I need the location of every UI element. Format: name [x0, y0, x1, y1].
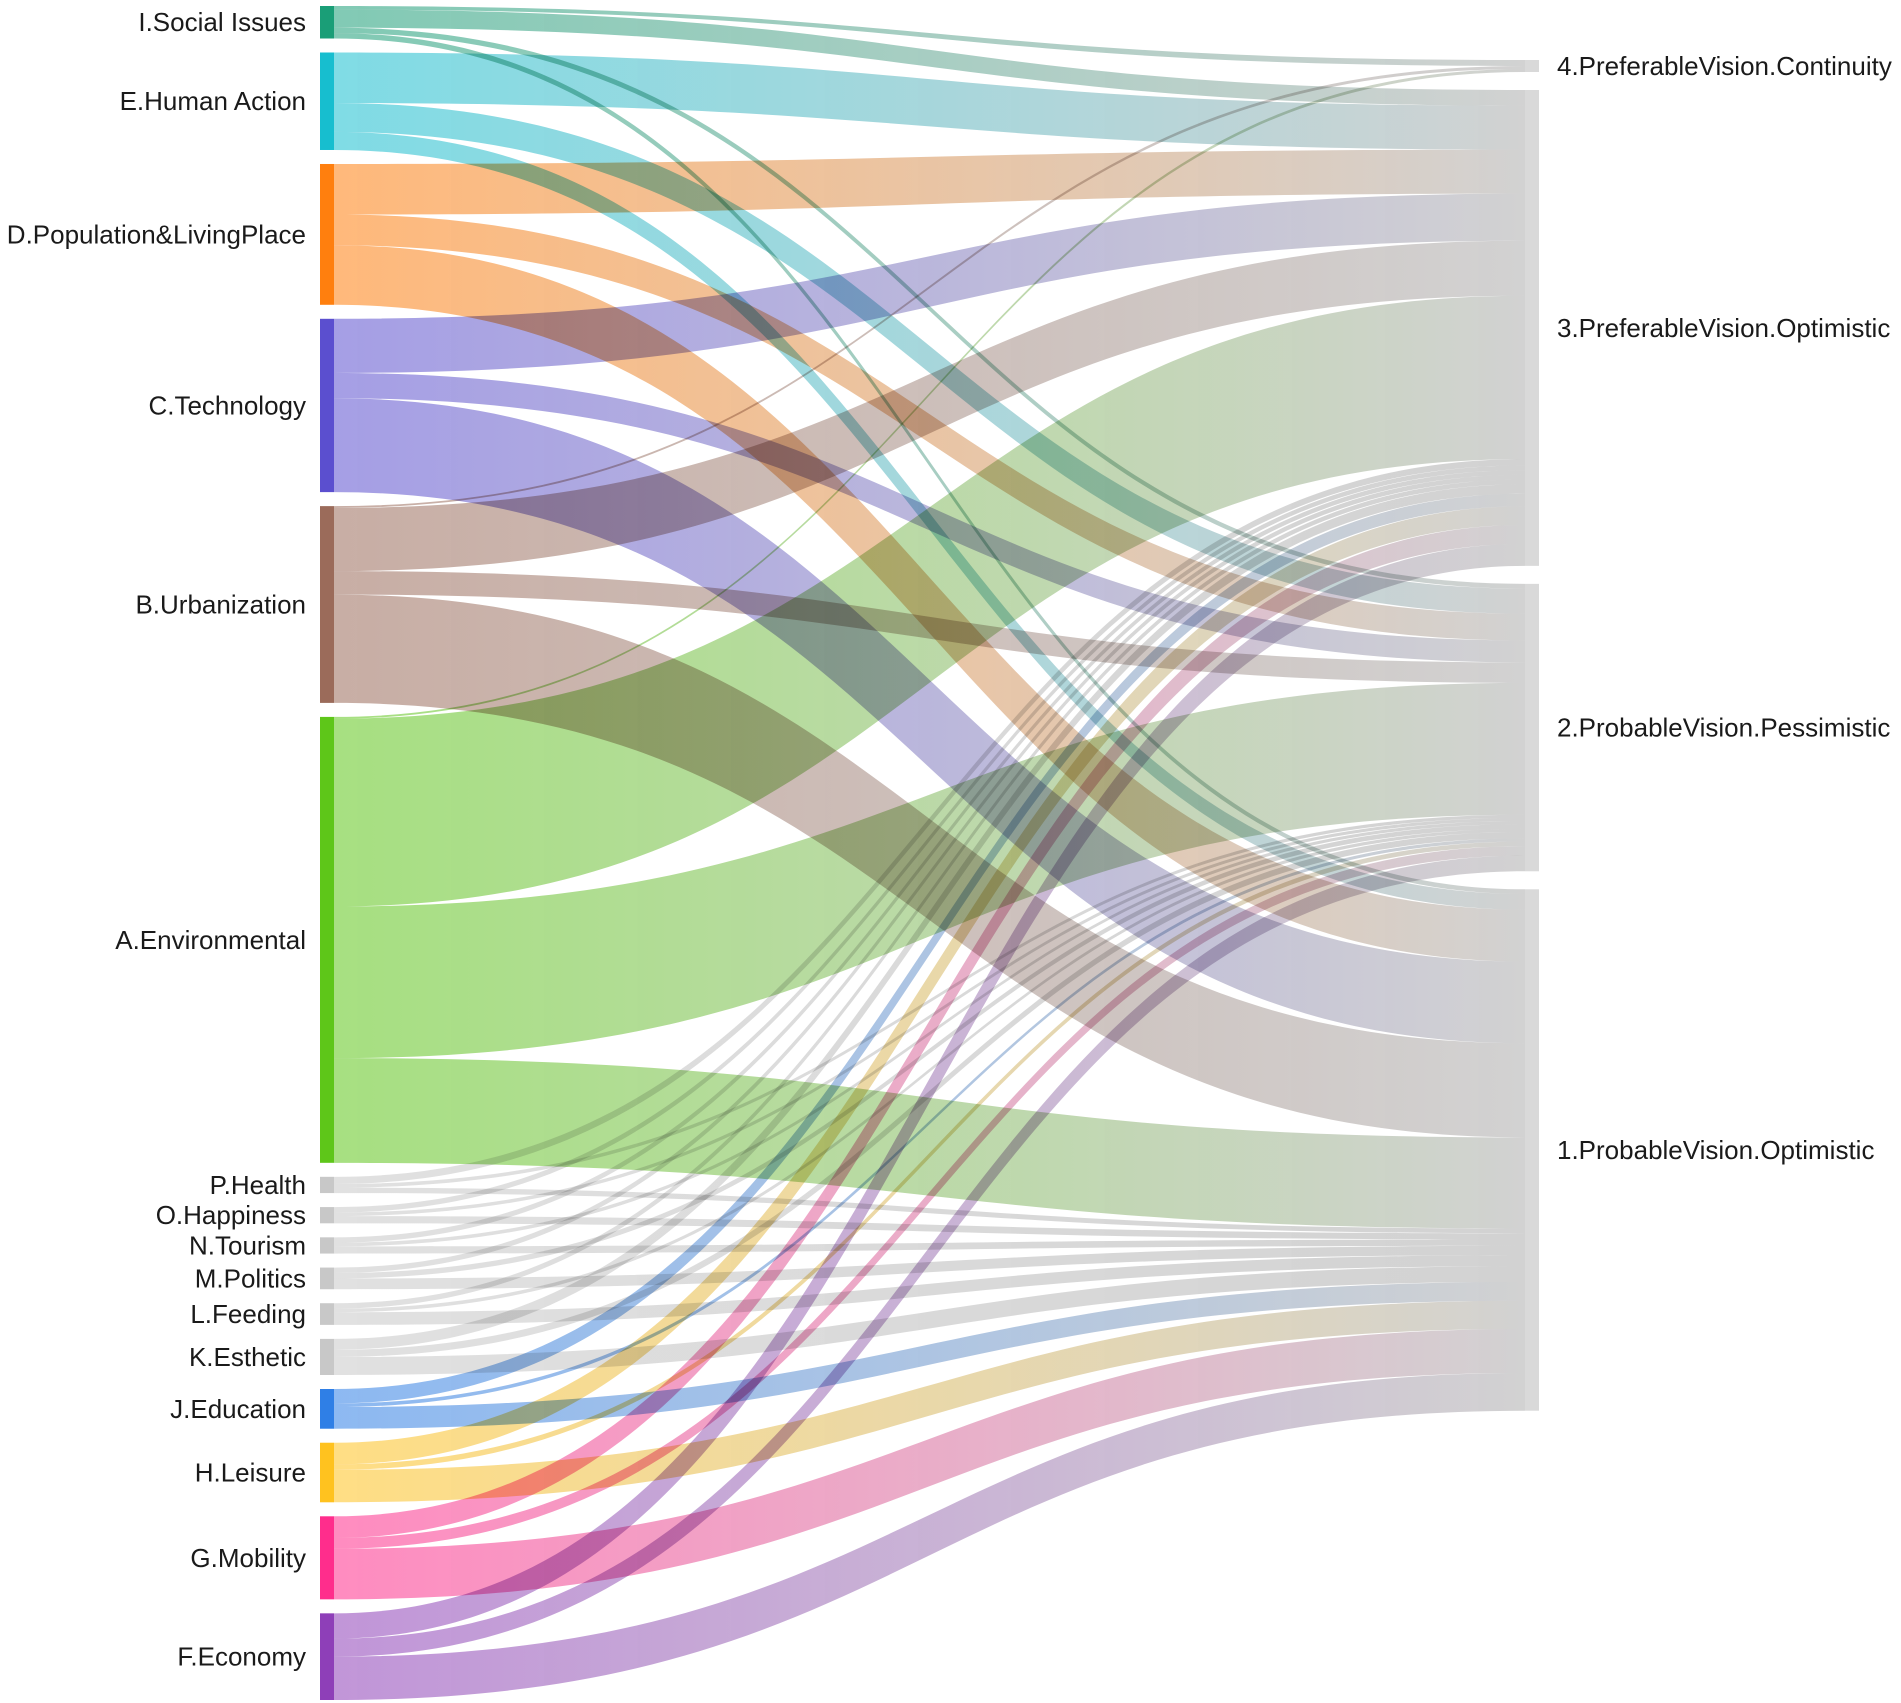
link-L-to-P3 — [334, 479, 1525, 1309]
link-G-to-V1 — [334, 1329, 1525, 1600]
link-I-to-P4 — [334, 6, 1525, 66]
node-F — [320, 1613, 334, 1700]
link-I-to-V2 — [334, 27, 1525, 589]
node-E — [320, 52, 334, 150]
node-label-N: N.Tourism — [189, 1230, 306, 1260]
node-label-O: O.Happiness — [156, 1200, 306, 1230]
node-K — [320, 1338, 334, 1376]
link-F-to-V1 — [334, 1373, 1525, 1700]
node-M — [320, 1267, 334, 1290]
link-G-to-P3 — [334, 525, 1525, 1538]
link-J-to-P3 — [334, 493, 1525, 1404]
sankey-links — [334, 6, 1525, 1700]
link-A-to-V1 — [334, 1058, 1525, 1229]
link-C-to-V1 — [334, 398, 1525, 1044]
node-G — [320, 1516, 334, 1600]
link-I-to-V1 — [334, 33, 1525, 895]
node-C — [320, 318, 334, 493]
link-H-to-V2 — [334, 841, 1525, 1470]
node-P4 — [1525, 60, 1539, 72]
node-I — [320, 6, 334, 39]
link-H-to-P3 — [334, 506, 1525, 1465]
node-label-D: D.Population&LivingPlace — [7, 219, 306, 249]
node-label-I: I.Social Issues — [138, 7, 306, 37]
link-I-to-P3 — [334, 9, 1525, 106]
node-label-P3: 3.PreferableVision.Optimistic — [1557, 313, 1890, 343]
link-J-to-V1 — [334, 1281, 1525, 1429]
link-O-to-V2 — [334, 817, 1525, 1217]
link-O-to-P3 — [334, 465, 1525, 1213]
link-N-to-P3 — [334, 470, 1525, 1243]
link-L-to-V2 — [334, 828, 1525, 1313]
link-P-to-P3 — [334, 459, 1525, 1185]
link-P-to-V1 — [334, 1187, 1525, 1234]
link-G-to-V2 — [334, 846, 1525, 1549]
node-label-K: K.Esthetic — [189, 1342, 306, 1372]
node-label-L: L.Feeding — [190, 1299, 306, 1329]
node-label-G: G.Mobility — [190, 1543, 306, 1573]
node-label-H: H.Leisure — [195, 1458, 306, 1488]
link-A-to-P4 — [334, 69, 1525, 719]
node-H — [320, 1442, 334, 1503]
node-J — [320, 1389, 334, 1429]
link-A-to-P3 — [334, 295, 1525, 907]
node-N — [320, 1237, 334, 1254]
node-P3 — [1525, 90, 1539, 566]
node-L — [320, 1303, 334, 1325]
link-M-to-V1 — [334, 1245, 1525, 1290]
link-C-to-P3 — [334, 193, 1525, 373]
node-B — [320, 506, 334, 703]
link-M-to-P3 — [334, 474, 1525, 1273]
node-label-E: E.Human Action — [120, 86, 306, 116]
sankey-nodes — [320, 6, 1539, 1700]
node-label-P: P.Health — [210, 1170, 306, 1200]
node-A — [320, 716, 334, 1163]
link-H-to-V1 — [334, 1300, 1525, 1503]
link-E-to-V2 — [334, 103, 1525, 614]
node-label-J: J.Education — [170, 1394, 306, 1424]
link-E-to-P3 — [334, 52, 1525, 150]
node-O — [320, 1207, 334, 1224]
node-label-V2: 2.ProbableVision.Pessimistic — [1557, 713, 1890, 743]
node-V1 — [1525, 889, 1539, 1411]
node-label-F: F.Economy — [177, 1642, 306, 1672]
node-D — [320, 163, 334, 305]
link-D-to-P3 — [334, 149, 1525, 215]
link-A-to-V2 — [334, 682, 1525, 1059]
node-label-B: B.Urbanization — [135, 590, 306, 620]
link-B-to-P4 — [334, 66, 1525, 508]
node-label-M: M.Politics — [195, 1263, 306, 1293]
link-O-to-V1 — [334, 1216, 1525, 1240]
link-P-to-V2 — [334, 814, 1525, 1188]
link-F-to-P3 — [334, 543, 1525, 1639]
node-label-A: A.Environmental — [115, 925, 306, 955]
link-M-to-V2 — [334, 824, 1525, 1279]
link-J-to-V2 — [334, 838, 1525, 1408]
node-label-V1: 1.ProbableVision.Optimistic — [1557, 1135, 1874, 1165]
node-label-C: C.Technology — [148, 390, 306, 420]
link-F-to-V2 — [334, 855, 1525, 1657]
node-label-P4: 4.PreferableVision.Continuity — [1557, 51, 1892, 81]
node-P — [320, 1176, 334, 1194]
link-K-to-P3 — [334, 484, 1525, 1350]
node-V2 — [1525, 583, 1539, 872]
link-B-to-P3 — [334, 240, 1525, 572]
